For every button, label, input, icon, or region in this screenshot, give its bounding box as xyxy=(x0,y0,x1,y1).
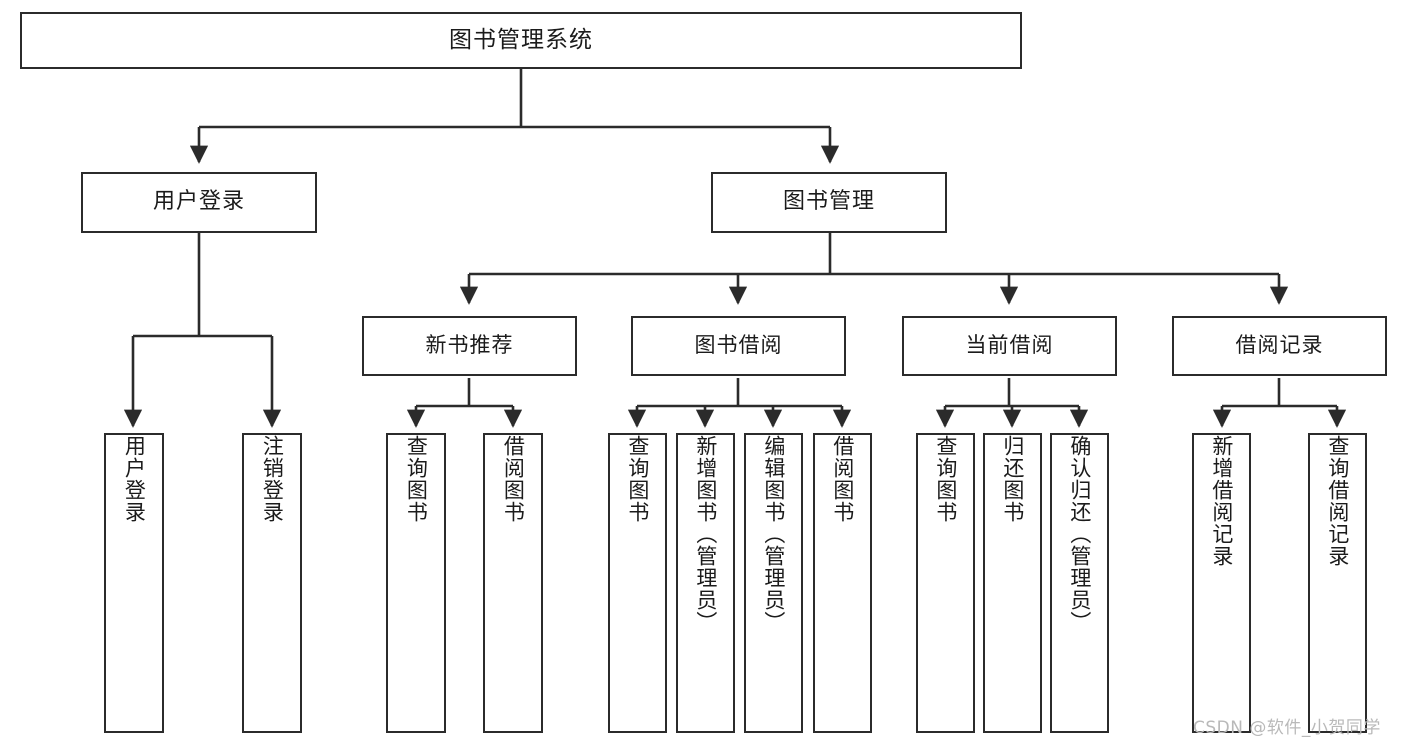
node-label: 图书借阅 xyxy=(694,333,783,358)
node-label: 借阅记录 xyxy=(1235,333,1324,358)
node-label: 编辑图书（管理员） xyxy=(761,435,786,633)
leaf-borrow-book-recommend[interactable]: 借阅图书 xyxy=(483,433,543,733)
node-label: 图书管理 xyxy=(782,189,875,215)
node-label: 图书管理系统 xyxy=(449,26,593,53)
node-borrow-record[interactable]: 借阅记录 xyxy=(1172,316,1387,376)
node-label: 确认归还（管理员） xyxy=(1067,435,1092,633)
node-label: 借阅图书 xyxy=(830,435,855,523)
leaf-edit-book-admin[interactable]: 编辑图书（管理员） xyxy=(744,433,803,733)
node-current-borrow[interactable]: 当前借阅 xyxy=(902,316,1117,376)
leaf-user-login[interactable]: 用户登录 xyxy=(104,433,164,733)
leaf-add-borrow-record[interactable]: 新增借阅记录 xyxy=(1192,433,1251,733)
leaf-confirm-return-admin[interactable]: 确认归还（管理员） xyxy=(1050,433,1109,733)
node-book-borrow[interactable]: 图书借阅 xyxy=(631,316,846,376)
node-label: 归还图书 xyxy=(1000,435,1025,523)
node-label: 用户登录 xyxy=(122,435,147,523)
node-label: 查询借阅记录 xyxy=(1325,435,1350,567)
leaf-query-book-borrow[interactable]: 查询图书 xyxy=(608,433,667,733)
node-label: 查询图书 xyxy=(933,435,958,523)
node-user-login[interactable]: 用户登录 xyxy=(81,172,317,233)
node-label: 新增图书（管理员） xyxy=(693,435,718,633)
node-label: 借阅图书 xyxy=(501,435,526,523)
node-label: 用户登录 xyxy=(152,189,245,215)
node-new-book-recommend[interactable]: 新书推荐 xyxy=(362,316,577,376)
node-label: 注销登录 xyxy=(260,435,285,523)
leaf-return-book[interactable]: 归还图书 xyxy=(983,433,1042,733)
node-book-management[interactable]: 图书管理 xyxy=(711,172,947,233)
node-root-system[interactable]: 图书管理系统 xyxy=(20,12,1022,69)
node-label: 查询图书 xyxy=(404,435,429,523)
node-label: 新书推荐 xyxy=(425,333,514,358)
leaf-query-book-recommend[interactable]: 查询图书 xyxy=(386,433,446,733)
leaf-add-book-admin[interactable]: 新增图书（管理员） xyxy=(676,433,735,733)
leaf-query-borrow-record[interactable]: 查询借阅记录 xyxy=(1308,433,1367,733)
node-label: 查询图书 xyxy=(625,435,650,523)
leaf-borrow-book[interactable]: 借阅图书 xyxy=(813,433,872,733)
watermark: CSDN @软件_小贺同学 xyxy=(1193,718,1381,738)
node-label: 新增借阅记录 xyxy=(1209,435,1234,567)
leaf-query-book-current[interactable]: 查询图书 xyxy=(916,433,975,733)
node-label: 当前借阅 xyxy=(965,333,1054,358)
leaf-logout[interactable]: 注销登录 xyxy=(242,433,302,733)
